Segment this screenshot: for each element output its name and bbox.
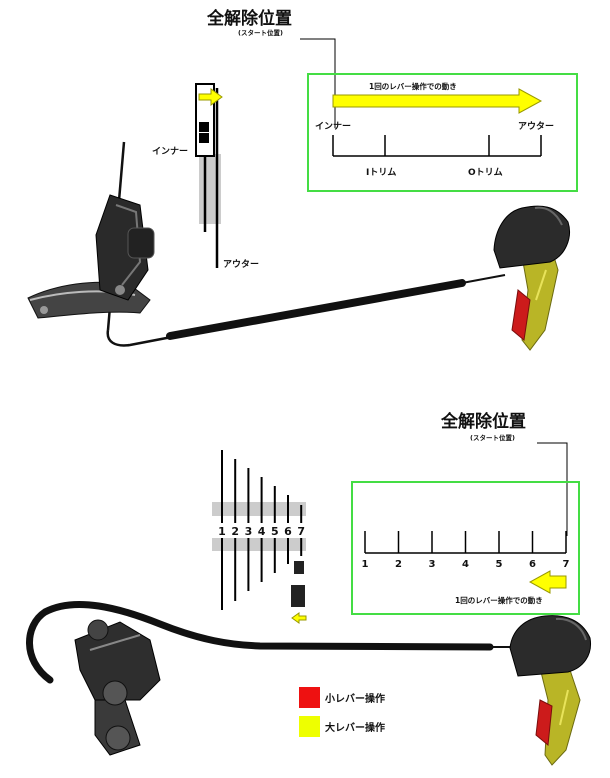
rear-cog-number: 2 — [231, 525, 239, 538]
rear-cog-number: 3 — [245, 525, 253, 538]
rear-motion-label: 1回のレバー操作での動き — [455, 595, 543, 605]
legend-large-lever-label: 大レバー操作 — [325, 721, 385, 734]
front-trim-i: Iトリム — [366, 167, 396, 178]
front-release-title: 全解除位置 — [206, 8, 292, 29]
front-inner-label: インナー — [152, 146, 188, 157]
front-shift-lever — [493, 205, 570, 351]
front-release-subtitle: (スタート位置) — [238, 28, 283, 37]
rear-gray-band — [212, 538, 306, 551]
front-cage-arrow — [198, 88, 223, 106]
rear-cog-number: 5 — [271, 525, 279, 538]
rear-derailleur-image — [26, 600, 520, 756]
rear-cog-number: 4 — [258, 525, 266, 538]
rear-release-title: 全解除位置 — [440, 411, 526, 432]
front-cable — [106, 329, 178, 347]
front-derailleur-image — [27, 141, 155, 331]
rear-cog-number: 1 — [218, 525, 226, 538]
legend-small-lever-swatch — [299, 687, 320, 708]
front-motion-arrow — [332, 88, 543, 114]
rear-scale-number: 4 — [462, 559, 469, 570]
front-chain-link — [199, 133, 209, 143]
rear-cog-number: 7 — [297, 525, 305, 538]
rear-scale-number: 6 — [529, 559, 536, 570]
rear-pulley-marker — [291, 585, 305, 607]
rear-release-subtitle: (スタート位置) — [470, 433, 515, 442]
front-cable-housing — [166, 279, 466, 340]
rear-scale-number: 5 — [496, 559, 503, 570]
front-cable-inner — [461, 274, 506, 284]
rear-scale-number: 3 — [429, 559, 436, 570]
front-release-leader — [300, 38, 336, 128]
rear-gray-band — [212, 502, 306, 516]
rear-shift-lever — [509, 615, 592, 766]
front-trim-o: Oトリム — [468, 167, 503, 178]
front-outer-label: アウター — [223, 258, 259, 270]
legend-large-lever-swatch — [299, 716, 320, 737]
rear-scale-number: 1 — [362, 559, 369, 570]
legend: 小レバー操作 大レバー操作 — [299, 687, 385, 737]
front-scale-inner: インナー — [315, 121, 351, 132]
rear-scale-frame — [351, 481, 580, 615]
rear-release-leader — [537, 442, 568, 536]
front-motion-label: 1回のレバー操作での動き — [369, 81, 457, 91]
rear-motion-arrow — [528, 570, 567, 594]
rear-scale-ticks: 1 2 3 4 5 6 7 — [362, 531, 570, 570]
rear-scale-number: 2 — [395, 559, 402, 570]
rear-scale-number: 7 — [563, 559, 570, 570]
legend-small-lever-label: 小レバー操作 — [324, 692, 385, 705]
rear-chain-link — [294, 561, 304, 574]
front-scale-frame — [307, 73, 578, 192]
front-scale-outer: アウター — [518, 120, 554, 132]
rear-cage-arrow — [291, 612, 307, 624]
rear-cog-number: 6 — [284, 525, 292, 538]
front-chain-link — [199, 122, 209, 132]
front-chainring-diagram: インナー アウター — [152, 83, 259, 270]
front-section: 全解除位置 (スタート位置) 1回のレバー操作での動き インナー アウター Iト… — [27, 8, 578, 351]
